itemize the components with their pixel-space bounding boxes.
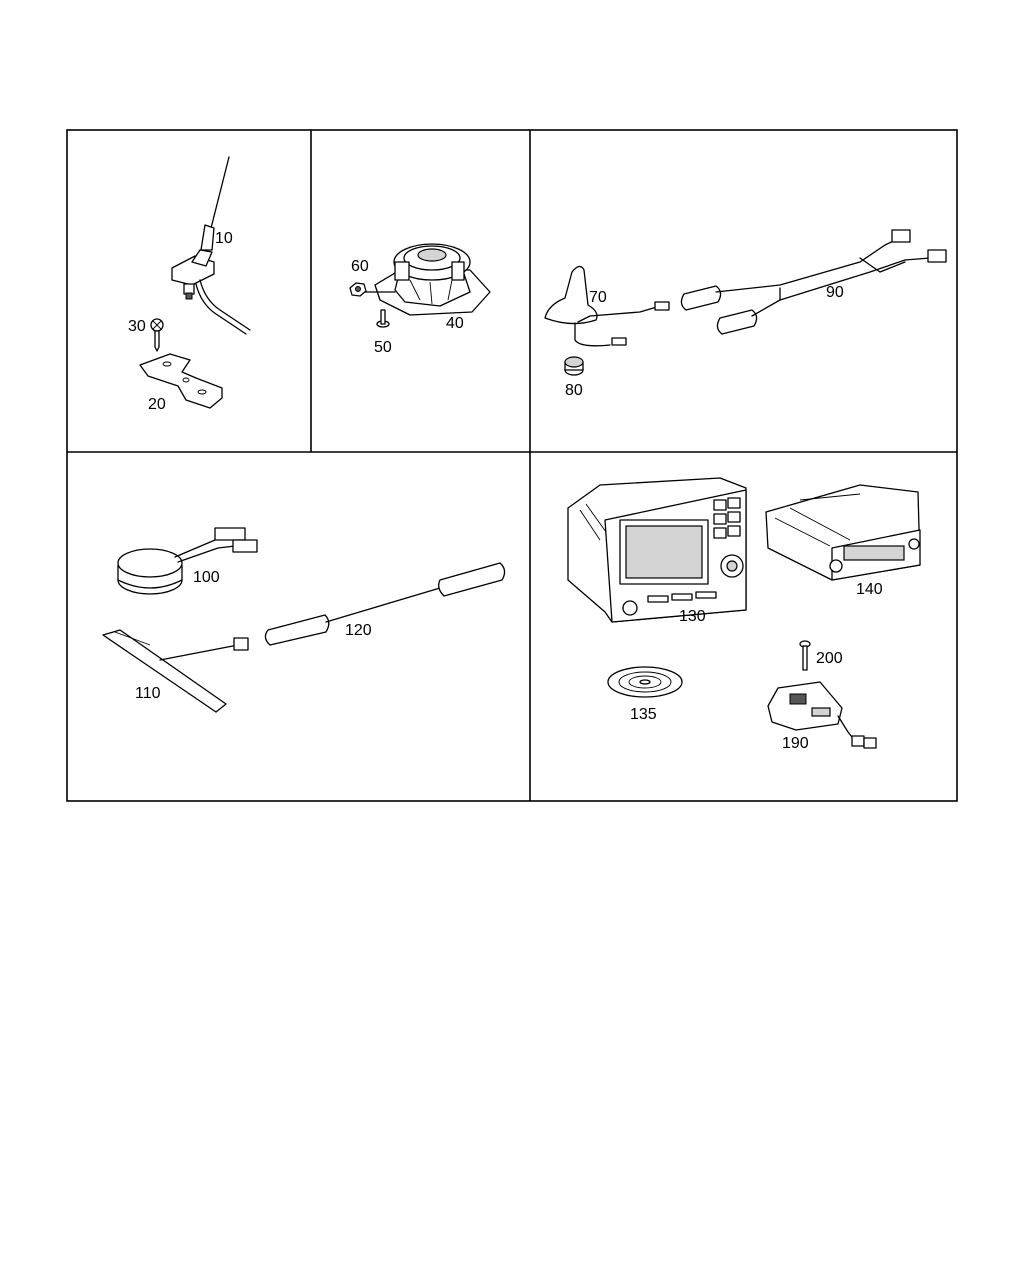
callout-190: 190 bbox=[782, 735, 809, 752]
diagram-frame bbox=[66, 129, 958, 802]
part-40-speaker bbox=[359, 243, 491, 316]
part-10-rod-antenna bbox=[171, 156, 251, 335]
part-110-strip-antenna bbox=[102, 629, 249, 713]
callout-100: 100 bbox=[193, 569, 220, 586]
callout-120: 120 bbox=[345, 622, 372, 639]
part-130-head-unit bbox=[567, 477, 747, 623]
callout-200: 200 bbox=[816, 650, 843, 667]
callout-70: 70 bbox=[589, 289, 607, 306]
callout-10: 10 bbox=[215, 230, 233, 247]
part-100-puck-antenna bbox=[117, 527, 258, 595]
callout-40: 40 bbox=[446, 315, 464, 332]
callout-140: 140 bbox=[856, 581, 883, 598]
part-120-extension-cable bbox=[264, 562, 506, 646]
part-30-screw bbox=[150, 318, 164, 352]
part-90-cable-harness bbox=[680, 229, 947, 335]
callout-110: 110 bbox=[135, 685, 161, 702]
part-200-bolt bbox=[799, 640, 811, 671]
callout-20: 20 bbox=[148, 396, 166, 413]
part-60-nut bbox=[349, 282, 367, 297]
callout-50: 50 bbox=[374, 339, 392, 356]
part-140-tuner-module bbox=[765, 484, 921, 581]
part-135-disc bbox=[607, 666, 683, 698]
callout-90: 90 bbox=[826, 284, 844, 301]
callout-80: 80 bbox=[565, 382, 583, 399]
callout-30: 30 bbox=[128, 318, 146, 335]
part-20-bracket bbox=[139, 353, 223, 409]
part-190-cradle bbox=[767, 681, 877, 749]
callout-labels: 10 30 20 60 40 50 70 90 80 100 120 110 1… bbox=[128, 230, 883, 752]
part-70-roof-antenna bbox=[544, 265, 670, 347]
part-80-nut bbox=[564, 356, 584, 376]
callout-130: 130 bbox=[679, 608, 706, 625]
part-50-screw bbox=[376, 309, 390, 328]
callout-60: 60 bbox=[351, 258, 369, 275]
callout-135: 135 bbox=[630, 706, 657, 723]
